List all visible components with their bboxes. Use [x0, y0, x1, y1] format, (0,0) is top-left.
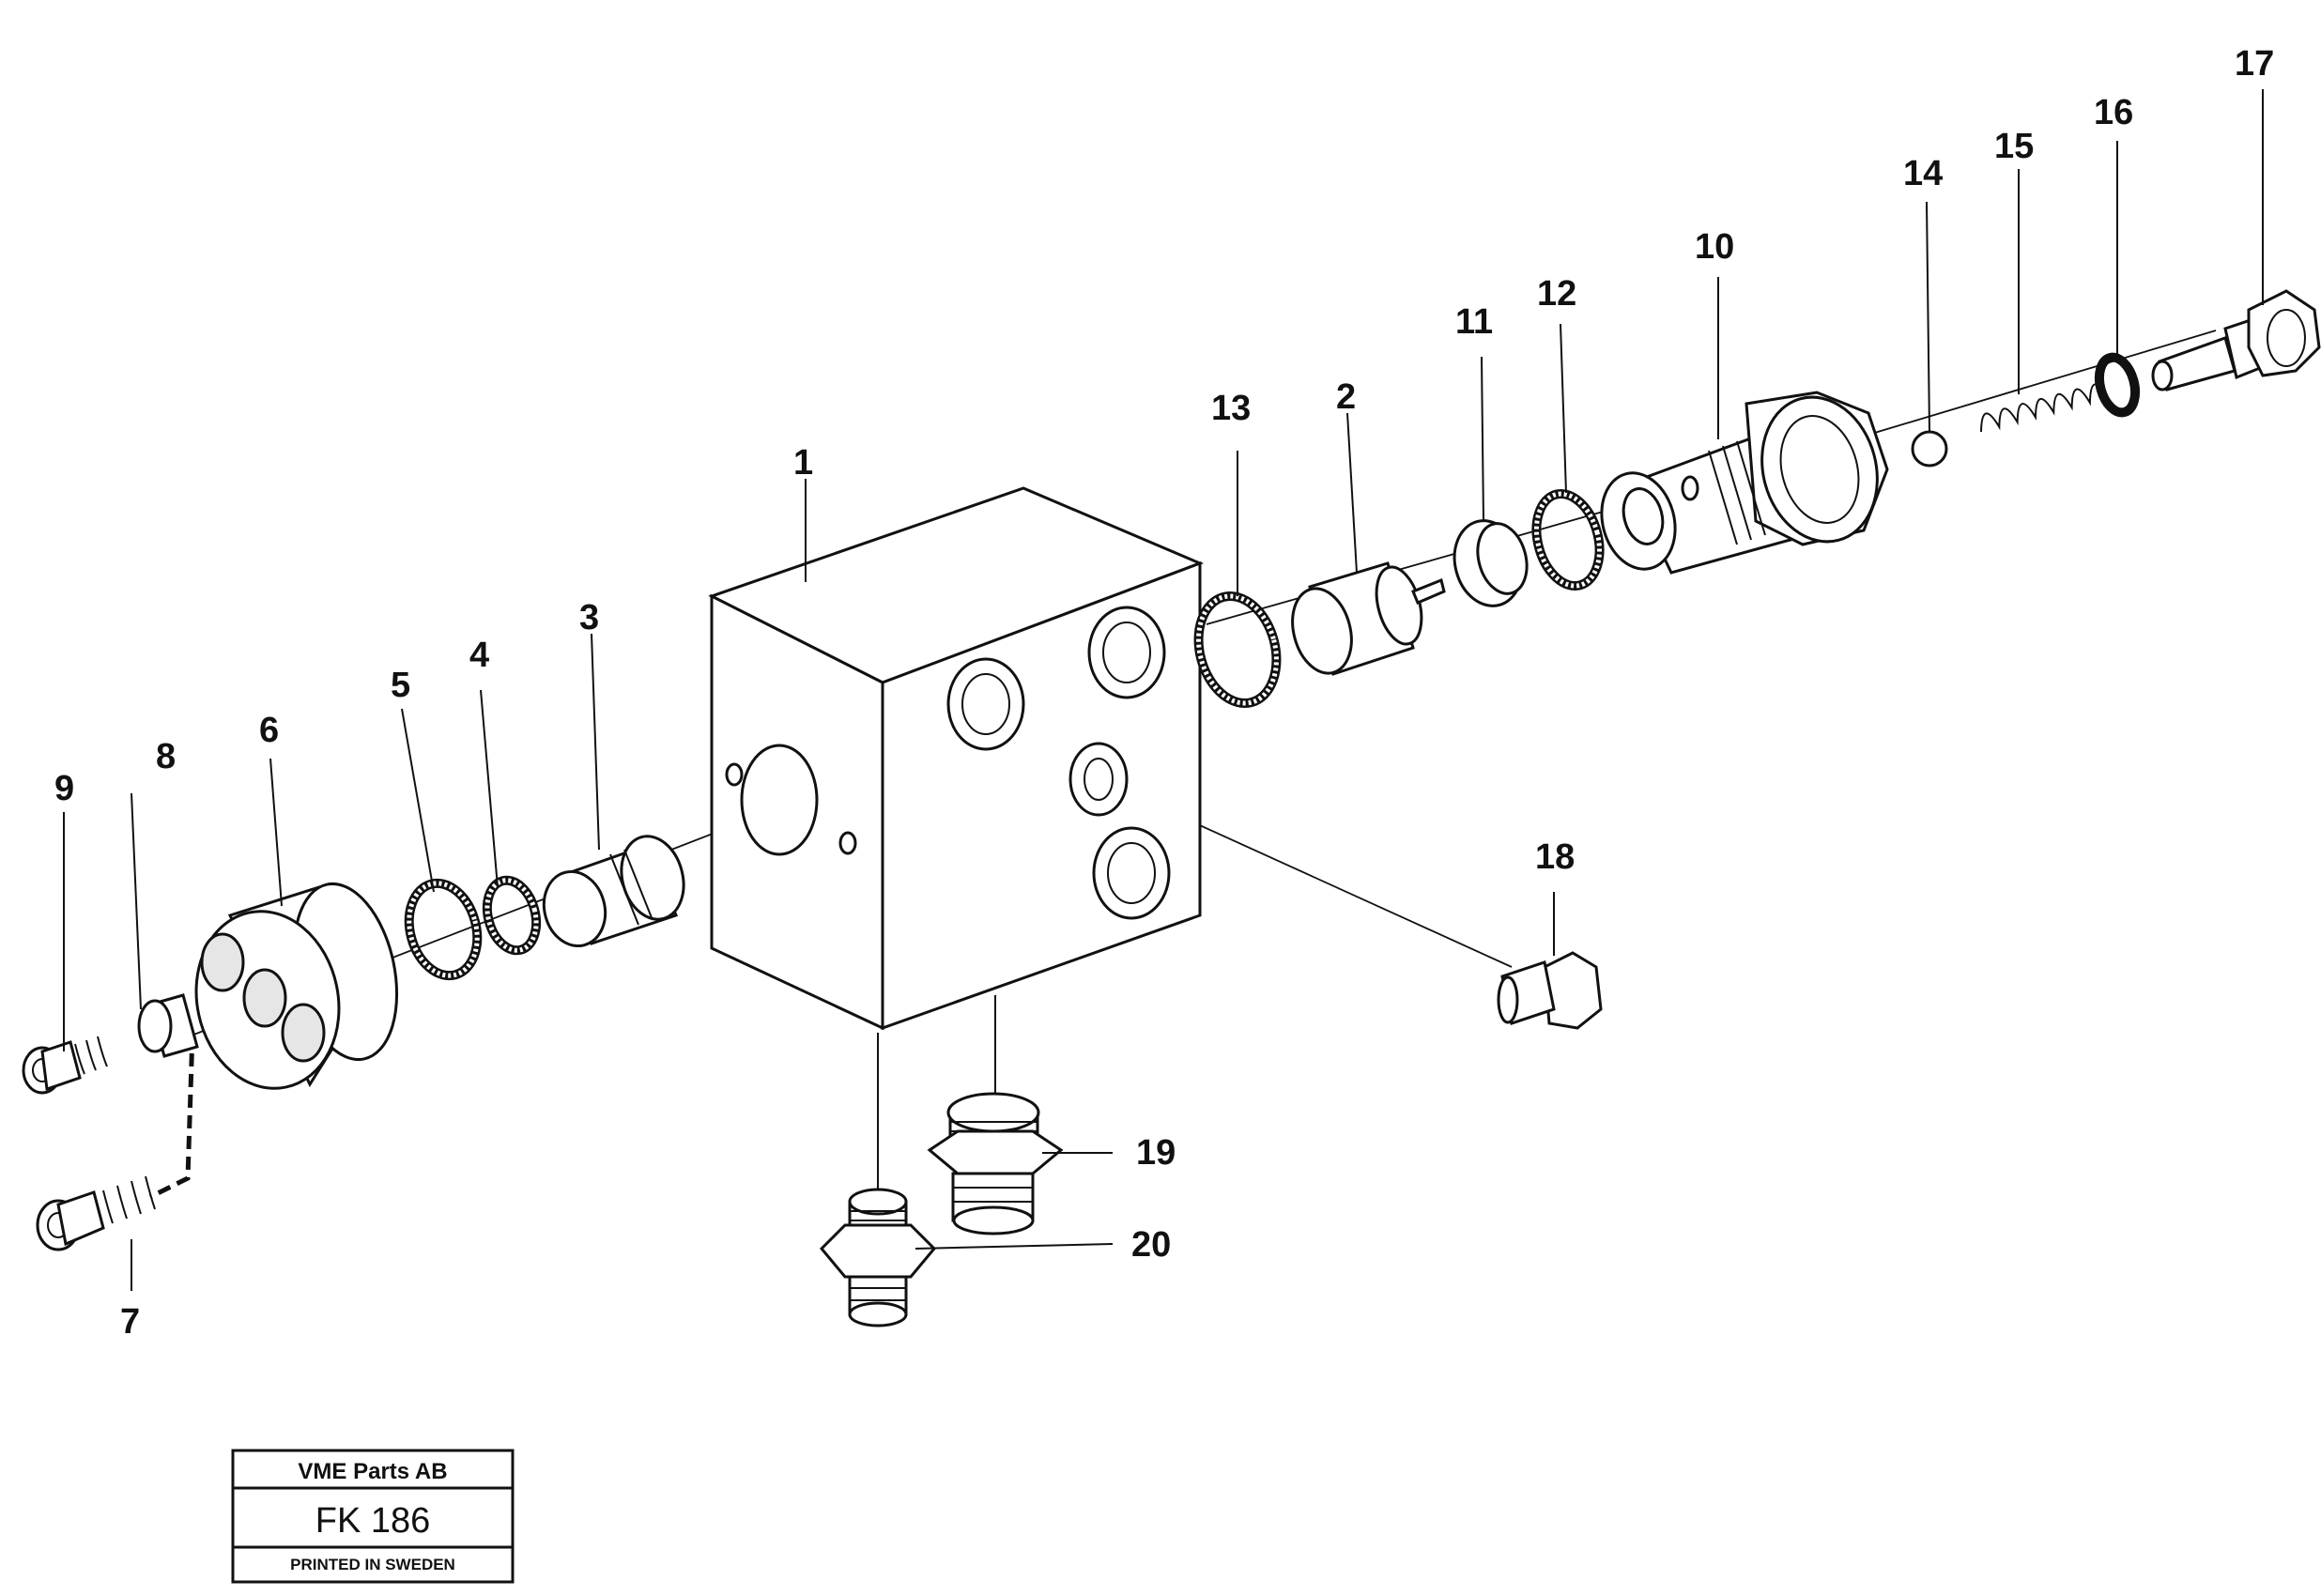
- callout-6: 6: [259, 711, 279, 750]
- plug-18[interactable]: [1497, 951, 1603, 1030]
- title-block-printed: PRINTED IN SWEDEN: [290, 1556, 455, 1573]
- callout-9: 9: [54, 769, 74, 808]
- spring-15[interactable]: [1976, 382, 2110, 433]
- valve-block[interactable]: [708, 486, 1205, 1031]
- seal-ring-13[interactable]: [1187, 588, 1287, 713]
- seal-ring-5[interactable]: [399, 876, 486, 984]
- callout-5: 5: [391, 666, 410, 705]
- sleeve-8[interactable]: [137, 993, 199, 1058]
- callout-10: 10: [1695, 227, 1734, 267]
- callout-8: 8: [156, 737, 176, 776]
- valve-cartridge-10[interactable]: [1591, 384, 1893, 577]
- screw-9[interactable]: [22, 1036, 108, 1095]
- seal-ring-12[interactable]: [1527, 486, 1609, 592]
- callout-12: 12: [1537, 274, 1576, 314]
- callout-19: 19: [1136, 1133, 1176, 1173]
- piston-2[interactable]: [1283, 561, 1446, 680]
- callout-16: 16: [2094, 93, 2133, 132]
- callout-3: 3: [579, 598, 599, 637]
- washer-16[interactable]: [2094, 352, 2141, 418]
- title-block-code: FK 186: [315, 1501, 431, 1541]
- seal-ring-4[interactable]: [480, 875, 544, 956]
- callout-2: 2: [1336, 377, 1356, 417]
- screw-7[interactable]: [36, 1175, 156, 1251]
- fitting-20[interactable]: [819, 1033, 937, 1327]
- title-block-company: VME Parts AB: [298, 1459, 447, 1484]
- callout-13: 13: [1211, 389, 1251, 428]
- callout-18: 18: [1535, 837, 1575, 877]
- fitting-19[interactable]: [927, 995, 1064, 1235]
- callout-7: 7: [120, 1302, 140, 1342]
- adjusting-screw-17[interactable]: [2151, 289, 2321, 391]
- plug-3[interactable]: [536, 829, 693, 953]
- callout-20: 20: [1131, 1225, 1171, 1265]
- callout-4: 4: [469, 636, 489, 675]
- cover-6[interactable]: [180, 874, 412, 1101]
- leader-lines: [63, 89, 2264, 1291]
- callout-15: 15: [1994, 127, 2034, 166]
- callout-1: 1: [793, 443, 813, 483]
- callout-17: 17: [2235, 44, 2274, 84]
- ball-14[interactable]: [1911, 430, 1948, 468]
- title-block: VME Parts AB FK 186 PRINTED IN SWEDEN: [231, 1449, 515, 1584]
- callout-labels: 1 2 3 4 5 6 7 8 9 10 11 12 13 14 15 16 1…: [54, 44, 2274, 1342]
- ring-11[interactable]: [1445, 514, 1534, 614]
- callout-14: 14: [1903, 154, 1943, 193]
- callout-11: 11: [1455, 302, 1493, 342]
